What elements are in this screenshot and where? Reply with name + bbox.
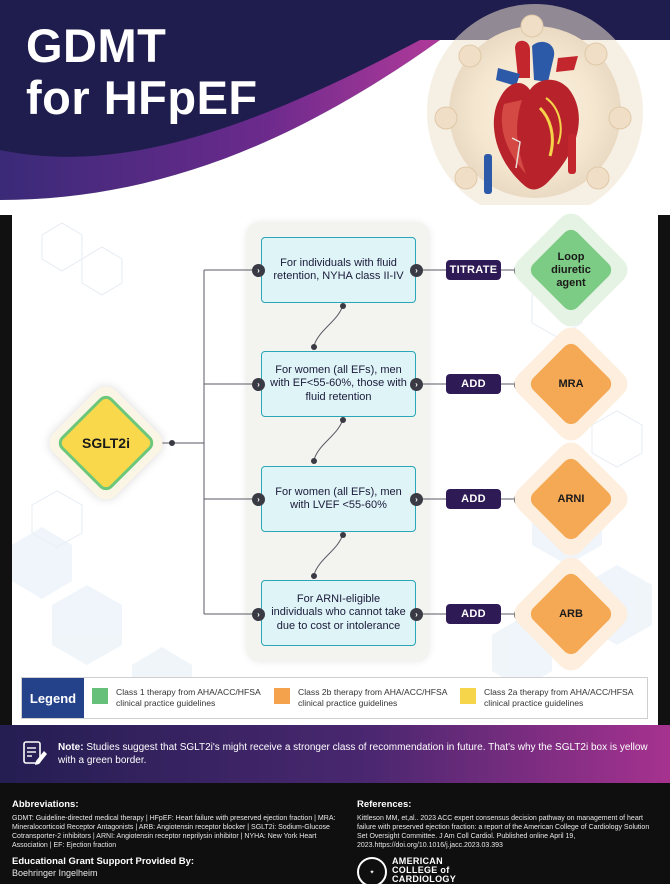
header-banner: GDMT for HFpEF	[0, 0, 670, 215]
legend-item-class-1: Class 1 therapy from AHA/ACC/HFSA clinic…	[92, 687, 286, 708]
outcome-diamond-mra: MRA	[508, 321, 634, 447]
outcome-diamond-arni: ARNI	[508, 436, 634, 562]
action-add-arb: ADD	[446, 604, 501, 624]
abbreviations-heading: Abbreviations:	[12, 799, 79, 810]
action-add-mra: ADD	[446, 374, 501, 394]
note-text: Note: Studies suggest that SGLT2i's migh…	[58, 741, 658, 767]
condition-text: For individuals with fluid retention, NY…	[273, 256, 404, 283]
legend: Legend Class 1 therapy from AHA/ACC/HFSA…	[21, 677, 648, 719]
legend-title: Legend	[22, 678, 84, 718]
title-line-1: GDMT	[26, 19, 167, 72]
abbreviations-text: GDMT: Guideline-directed medical therapy…	[12, 815, 336, 849]
action-add-arni: ADD	[446, 489, 501, 509]
note-background	[0, 725, 670, 783]
legend-swatch-green	[92, 688, 108, 704]
legend-swatch-orange	[274, 688, 290, 704]
legend-item-class-2a: Class 2a therapy from AHA/ACC/HFSA clini…	[460, 687, 654, 708]
arrow-right-icon: ›	[410, 378, 423, 391]
arrow-right-icon: ›	[252, 608, 265, 621]
legend-text: Class 2a therapy from AHA/ACC/HFSA clini…	[484, 687, 634, 708]
title-line-2: for HFpEF	[26, 71, 258, 124]
note-label: Note:	[58, 742, 84, 753]
sglt2i-label: SGLT2i	[82, 434, 130, 451]
references-heading: References:	[357, 799, 412, 810]
condition-box-women-lvef: For women (all EFs), men with LVEF <55-6…	[261, 466, 416, 532]
legend-text: Class 2b therapy from AHA/ACC/HFSA clini…	[298, 687, 448, 708]
acc-seal-icon: ✦	[357, 857, 387, 884]
page-title: GDMT for HFpEF	[26, 20, 258, 124]
legend-swatch-yellow	[460, 688, 476, 704]
outcome-label: Loop diuretic agent	[551, 250, 591, 289]
acc-logo-text: AMERICAN COLLEGE of CARDIOLOGY	[392, 856, 457, 884]
outcome-diamond-arb: ARB	[508, 551, 634, 677]
outcome-diamond-loop-diuretic: Loop diuretic agent	[508, 207, 634, 333]
action-titrate: TITRATE	[446, 260, 501, 280]
condition-box-arni-eligible: For ARNI-eligible individuals who cannot…	[261, 580, 416, 646]
acc-logo: ✦ AMERICAN COLLEGE of CARDIOLOGY	[357, 857, 456, 884]
arrow-right-icon: ›	[252, 378, 265, 391]
condition-box-women-ef: For women (all EFs), men with EF<55-60%,…	[261, 351, 416, 417]
sglt2i-diamond: SGLT2i	[43, 380, 169, 506]
outcome-label: MRA	[558, 377, 584, 390]
outcome-label: ARB	[559, 607, 583, 620]
arrow-right-icon: ›	[410, 493, 423, 506]
arrow-right-icon: ›	[410, 264, 423, 277]
arrow-right-icon: ›	[252, 264, 265, 277]
condition-text: For ARNI-eligible individuals who cannot…	[271, 592, 406, 632]
footer: Abbreviations: GDMT: Guideline-directed …	[0, 783, 670, 884]
arrow-right-icon: ›	[410, 608, 423, 621]
note-strip: Note: Studies suggest that SGLT2i's migh…	[0, 725, 670, 783]
note-body: Studies suggest that SGLT2i's might rece…	[58, 742, 648, 766]
references-text: Kittleson MM, et,al.. 2023 ACC expert co…	[357, 815, 650, 849]
grant-text: Boehringer Ingelheim	[12, 868, 98, 878]
grant-heading: Educational Grant Support Provided By:	[12, 856, 195, 867]
heart-icon	[484, 40, 579, 194]
condition-text: For women (all EFs), men with EF<55-60%,…	[270, 363, 407, 403]
legend-item-class-2b: Class 2b therapy from AHA/ACC/HFSA clini…	[274, 687, 468, 708]
arrow-right-icon: ›	[252, 493, 265, 506]
condition-box-fluid-retention: For individuals with fluid retention, NY…	[261, 237, 416, 303]
outcome-label: ARNI	[557, 492, 585, 505]
document-edit-icon	[23, 741, 47, 765]
condition-text: For women (all EFs), men with LVEF <55-6…	[275, 485, 402, 512]
legend-text: Class 1 therapy from AHA/ACC/HFSA clinic…	[116, 687, 261, 708]
